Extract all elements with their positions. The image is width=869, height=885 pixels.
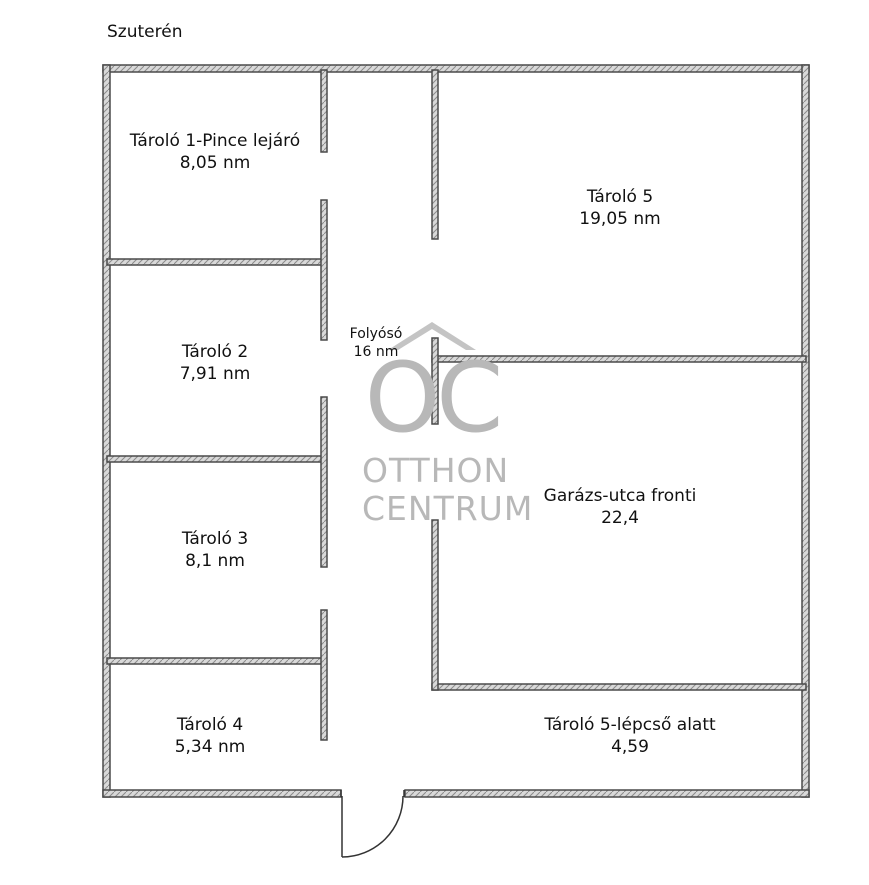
- room-label-storage-4: Tároló 4 5,34 nm: [110, 714, 310, 758]
- interior-partitions: [106, 69, 807, 741]
- outer-wall-left: [102, 64, 111, 798]
- corridor-wall-right-2: [431, 337, 439, 425]
- corridor-wall-left-4: [320, 609, 328, 741]
- outer-wall-bottom-right: [404, 789, 810, 798]
- room-area: 5,34 nm: [174, 737, 246, 758]
- watermark-roof: [388, 322, 476, 350]
- room-area: 7,91 nm: [179, 364, 251, 385]
- room-label-storage-5: Tároló 5 19,05 nm: [520, 186, 720, 230]
- room-name: Tároló 5: [586, 187, 654, 207]
- watermark-monogram: OC: [364, 342, 504, 454]
- room-label-corridor: Folyósó 16 nm: [333, 325, 419, 361]
- room-area: 16 nm: [353, 344, 399, 361]
- room-label-storage-2: Tároló 2 7,91 nm: [110, 341, 320, 385]
- room-label-understairs: Tároló 5-lépcső alatt 4,59: [510, 714, 750, 758]
- wall-storage2-storage3: [106, 455, 326, 463]
- wall-storage1-storage2: [106, 258, 326, 266]
- room-name: Tároló 1-Pince lejáró: [129, 131, 301, 151]
- outer-wall-bottom-left: [102, 789, 342, 798]
- wall-garage-understairs: [431, 683, 807, 691]
- corridor-wall-right-3: [431, 519, 439, 691]
- room-area: 4,59: [611, 737, 649, 758]
- watermark-line-1: OTTHON: [362, 451, 510, 490]
- watermark-line-2: CENTRUM: [362, 488, 534, 528]
- room-area: 22,4: [601, 508, 639, 529]
- room-name: Garázs-utca fronti: [543, 486, 697, 506]
- room-name: Folyósó: [349, 326, 403, 342]
- room-name: Tároló 3: [181, 529, 249, 549]
- watermark-logo: OC OTTHON CENTRUM: [362, 318, 534, 528]
- room-name: Tároló 5-lépcső alatt: [544, 715, 716, 735]
- room-area: 8,05 nm: [179, 153, 251, 174]
- room-label-storage-1: Tároló 1-Pince lejáró 8,05 nm: [111, 130, 319, 174]
- room-label-storage-3: Tároló 3 8,1 nm: [110, 528, 320, 572]
- corridor-wall-left-3: [320, 396, 328, 568]
- corridor-wall-right-1: [431, 69, 439, 240]
- floor-title: Szuterén: [107, 22, 183, 42]
- room-name: Tároló 2: [181, 342, 249, 362]
- room-area: 8,1 nm: [185, 551, 245, 572]
- outer-wall-top: [102, 64, 810, 73]
- room-area: 19,05 nm: [579, 209, 661, 230]
- corridor-wall-left-1: [320, 69, 328, 153]
- corridor-wall-left-2: [320, 199, 328, 341]
- room-name: Tároló 4: [176, 715, 244, 735]
- room-label-garage: Garázs-utca fronti 22,4: [520, 485, 720, 529]
- outer-walls: [102, 64, 810, 798]
- door-swing-arc: [341, 795, 404, 858]
- wall-storage3-storage4: [106, 657, 326, 665]
- entrance-door: [340, 790, 405, 858]
